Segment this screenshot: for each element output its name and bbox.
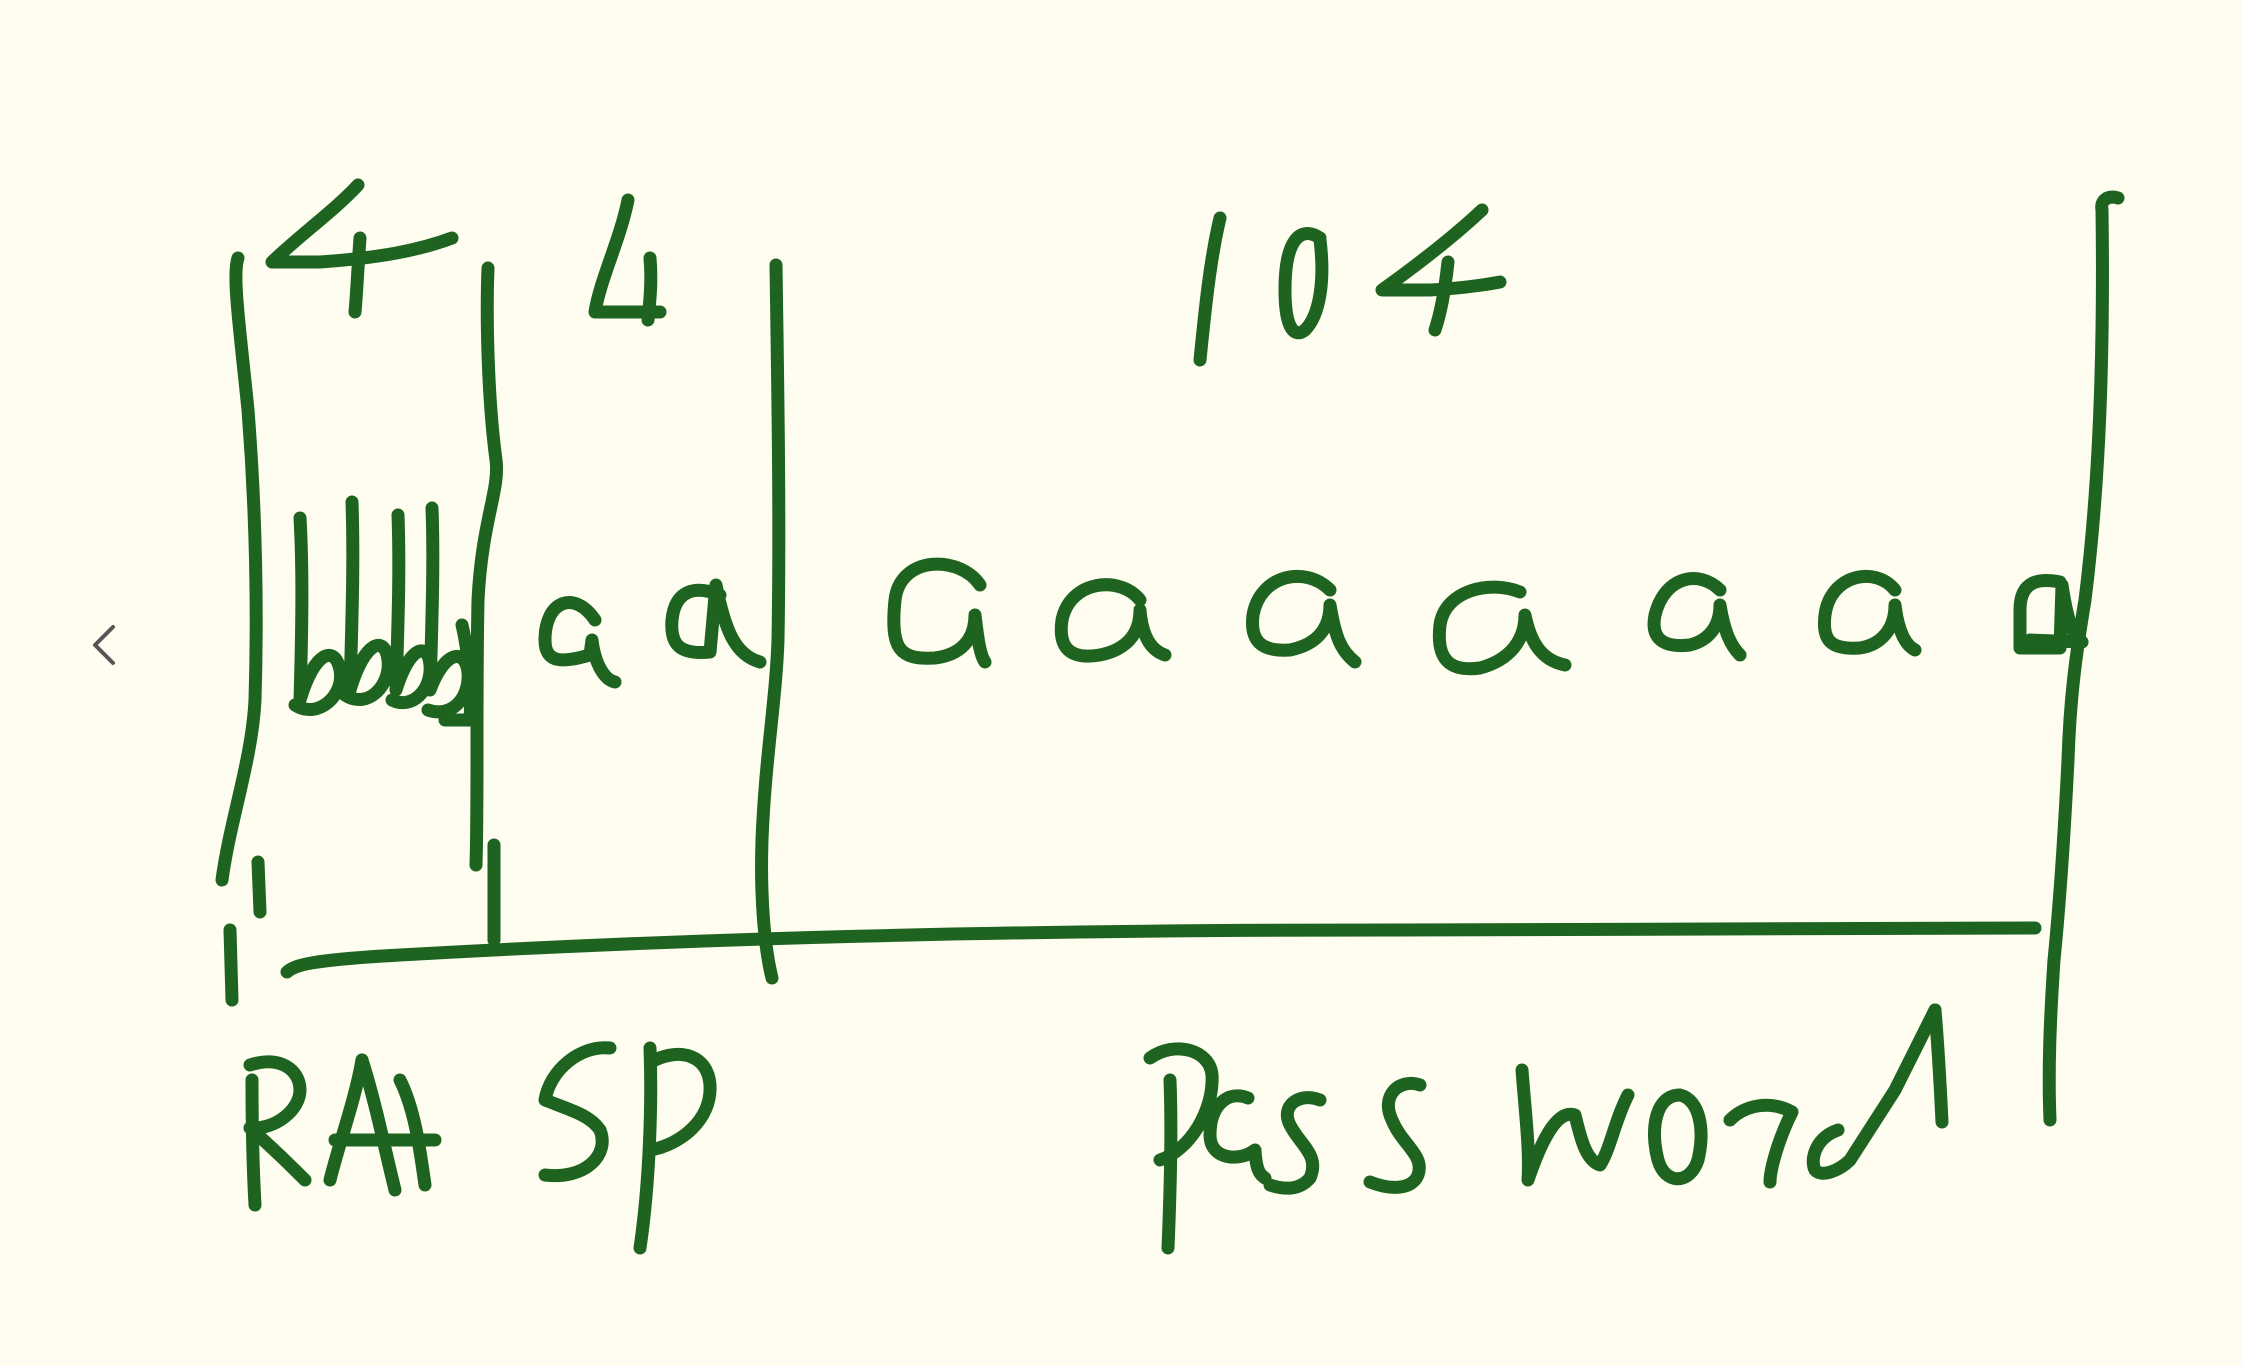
segment-left-boundary	[215, 251, 263, 887]
segment-right-boundary	[2042, 190, 2125, 1127]
bottom-label-password	[1143, 1003, 1949, 1255]
top-label-password-104	[1193, 203, 1507, 367]
tick-mark	[223, 923, 239, 1007]
back-button[interactable]	[70, 600, 140, 690]
top-label-ra-4	[265, 178, 459, 319]
chevron-left-icon	[93, 625, 115, 665]
bottom-label-ra	[243, 1053, 442, 1212]
ra-content-bbbb	[288, 495, 478, 727]
tick-mark	[251, 855, 267, 919]
sp-content-aa	[538, 578, 767, 689]
segment-divider-sp-password	[755, 258, 786, 985]
password-content-aaaaaaaa	[887, 557, 2089, 676]
bottom-label-sp	[538, 1041, 717, 1255]
top-label-sp-4	[588, 193, 667, 327]
stack-base-line	[280, 921, 2042, 979]
segment-divider-ra-sp	[469, 261, 504, 872]
